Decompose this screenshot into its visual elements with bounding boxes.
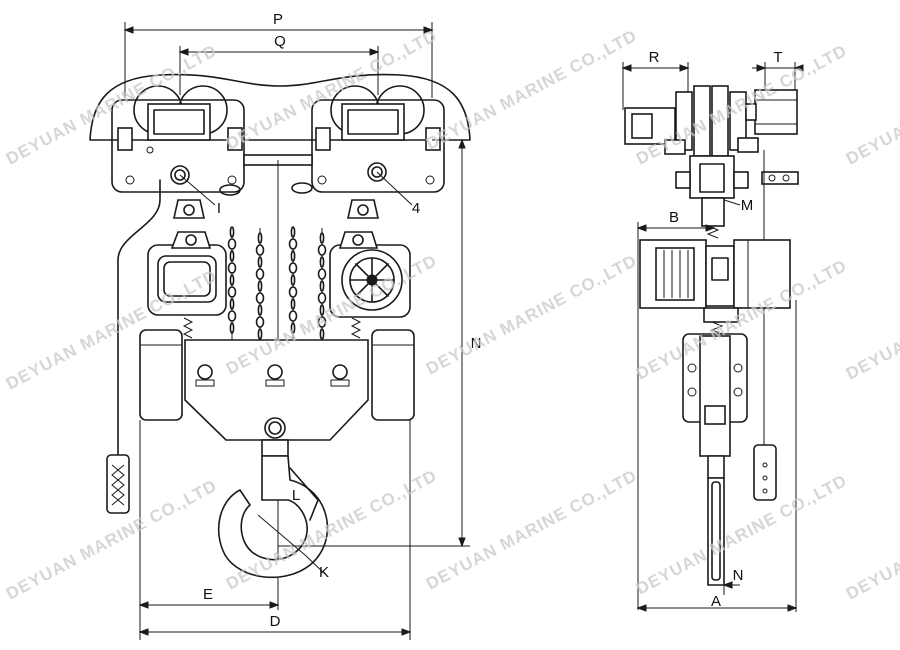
chain-link	[288, 262, 298, 274]
chain-link	[227, 262, 237, 274]
brake-wheel	[329, 231, 411, 318]
chain-link	[255, 316, 265, 328]
label-p: P	[273, 11, 283, 28]
watermark-text: DEYUAN MARINE CO.,LTD	[423, 26, 640, 154]
chain-link	[319, 328, 325, 340]
chain-link	[229, 298, 235, 310]
chain-link	[257, 232, 263, 244]
chain-link	[288, 286, 298, 298]
chain-link	[288, 238, 298, 250]
chain-link	[290, 250, 296, 262]
chain-link	[317, 244, 327, 256]
watermark-text: DEYUAN MARINE CO.,LTD	[843, 476, 900, 604]
label-r: R	[649, 49, 660, 66]
dimension-a: A	[636, 300, 798, 612]
label-l: L	[292, 487, 300, 504]
chain-link	[257, 328, 263, 340]
label-e: E	[203, 586, 213, 603]
chain-link	[227, 238, 237, 250]
chain-link	[319, 304, 325, 316]
chain-link	[227, 286, 237, 298]
dimension-n-side: N	[708, 567, 743, 595]
chain-link	[290, 322, 296, 334]
dimension-n: N	[278, 138, 482, 548]
chain-link	[319, 280, 325, 292]
label-b: B	[669, 209, 679, 226]
chain-link	[319, 232, 325, 244]
chain-link	[229, 322, 235, 334]
front-view: P Q	[89, 11, 482, 640]
chain-link	[255, 244, 265, 256]
dimension-q: Q	[178, 33, 380, 95]
label-i: I	[217, 200, 221, 217]
chain-link	[317, 316, 327, 328]
dimension-d: D	[138, 420, 412, 640]
chain-link	[255, 292, 265, 304]
lifting-hook	[217, 455, 329, 579]
label-n: N	[471, 335, 482, 352]
pendant-control-side	[753, 444, 777, 501]
dimension-t: T	[752, 49, 804, 95]
hook-side	[707, 455, 725, 586]
hoist-motor	[147, 231, 227, 316]
chain-link	[317, 268, 327, 280]
watermark-text: DEYUAN MARINE CO.,LTD	[843, 41, 900, 169]
chain-link	[229, 274, 235, 286]
trolley-left	[111, 85, 245, 196]
label-d: D	[270, 613, 281, 630]
chain-link	[317, 292, 327, 304]
chain-link	[229, 250, 235, 262]
side-view: R T	[621, 49, 804, 612]
chain-link	[257, 256, 263, 268]
hook-block	[184, 339, 369, 457]
watermark-text: DEYUAN MARINE CO.,LTD	[423, 251, 640, 379]
chain-link	[257, 280, 263, 292]
label-a: A	[711, 593, 721, 610]
chain-link	[288, 310, 298, 322]
watermark-text: DEYUAN MARINE CO.,LTD	[843, 256, 900, 384]
dimension-b: B	[636, 209, 716, 610]
chain-link	[290, 274, 296, 286]
chain-link	[227, 310, 237, 322]
chain-link	[257, 304, 263, 316]
label-m: M	[741, 197, 754, 214]
chain-link	[290, 298, 296, 310]
label-4: 4	[412, 200, 420, 217]
dimension-p: P	[123, 11, 434, 98]
label-q: Q	[274, 33, 286, 50]
watermark-text: DEYUAN MARINE CO.,LTD	[223, 466, 440, 594]
chain-link	[319, 256, 325, 268]
load-chains	[227, 226, 327, 340]
chain-link	[290, 226, 296, 238]
chain-link	[255, 268, 265, 280]
trolley-right	[291, 85, 445, 194]
pendant-control	[106, 454, 130, 514]
label-n-side: N	[733, 567, 744, 584]
watermark-text: DEYUAN MARINE CO.,LTD	[423, 466, 640, 594]
chain-link	[229, 226, 235, 238]
dimension-r: R	[621, 49, 690, 110]
label-t: T	[773, 49, 782, 66]
hoist-body-side	[639, 239, 791, 335]
label-k: K	[319, 564, 329, 581]
dimension-e: E	[138, 420, 280, 640]
